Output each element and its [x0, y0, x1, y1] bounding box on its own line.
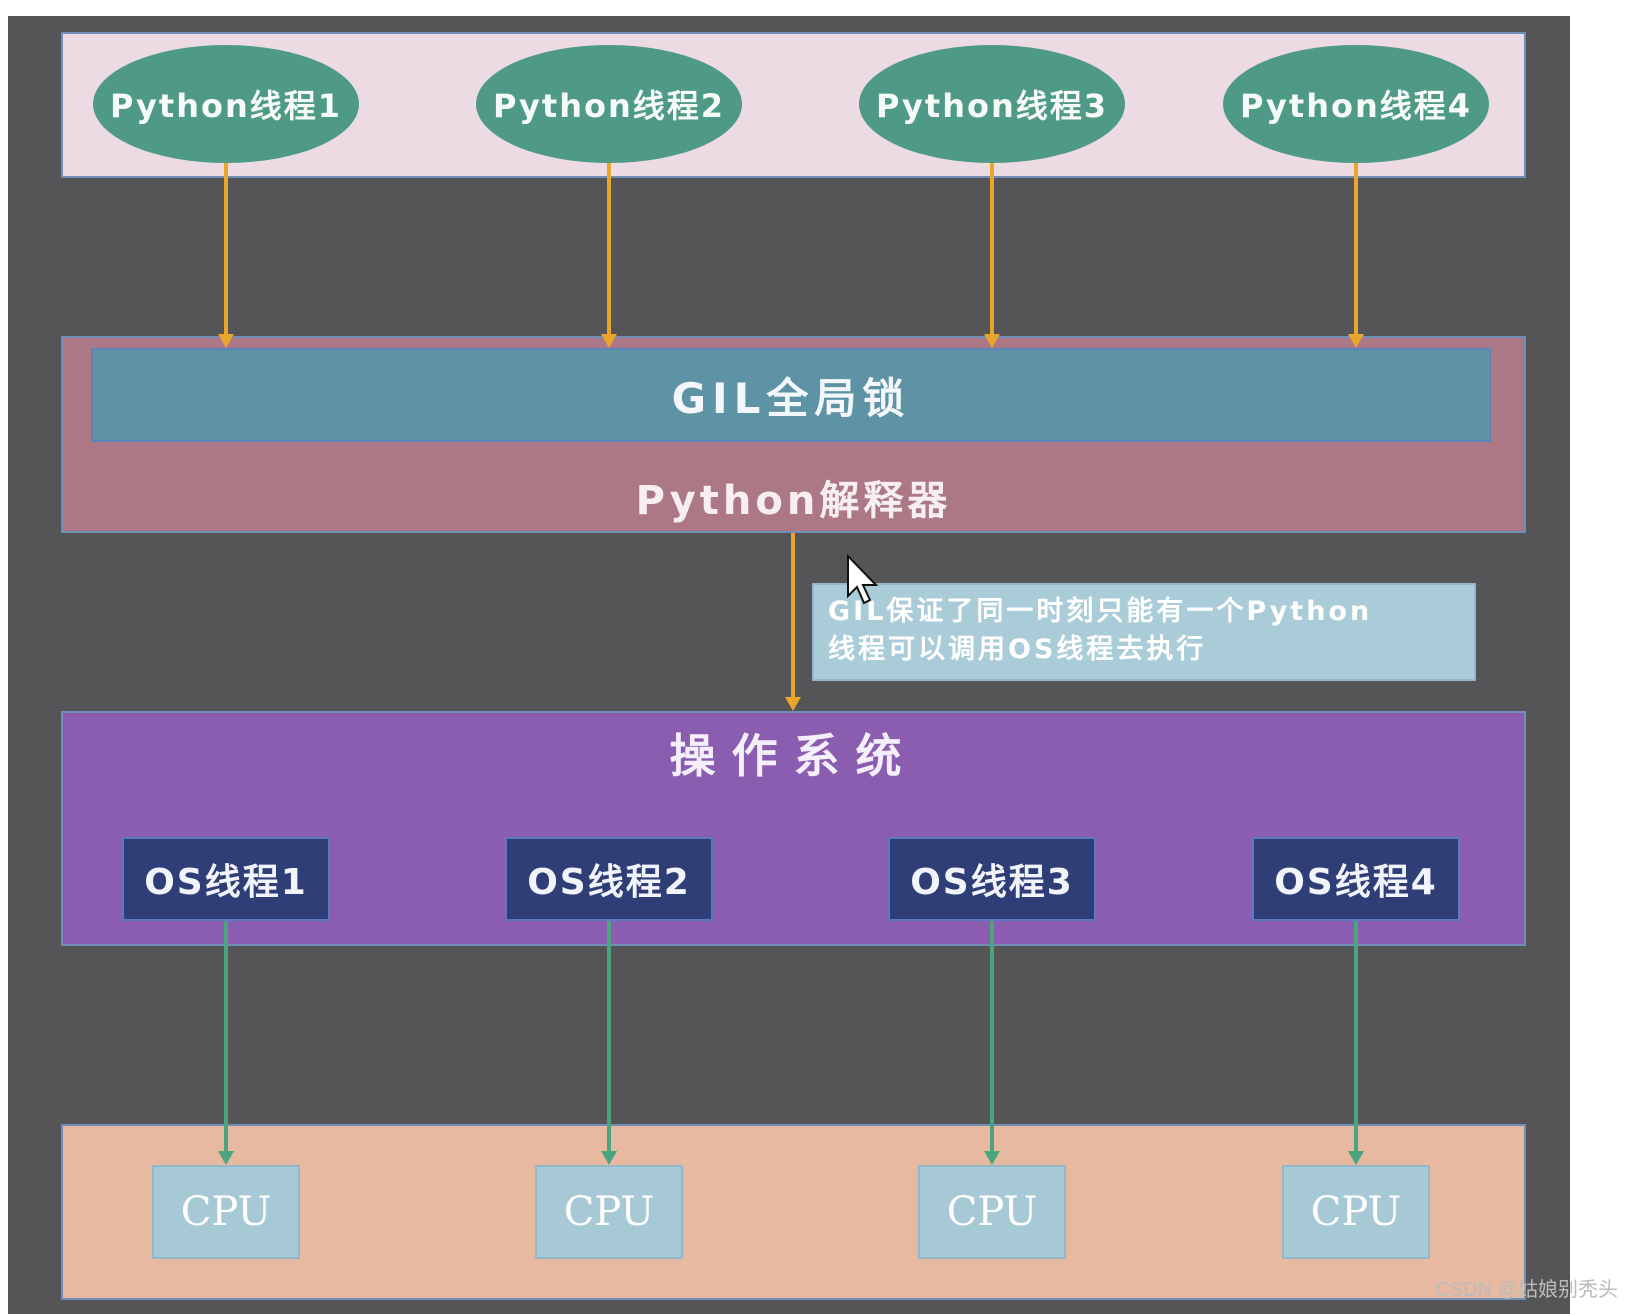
gil-note-line-2: 线程可以调用OS线程去执行 — [828, 634, 1207, 665]
watermark: CSDN @姑娘别秃头 — [1435, 1279, 1618, 1301]
cpu-2: CPU — [535, 1165, 683, 1259]
os-thread-4: OS线程4 — [1252, 837, 1460, 921]
os-label: 操作系统 — [669, 729, 918, 783]
cpu-3: CPU — [918, 1165, 1066, 1259]
os-to-cpu-arrows — [218, 921, 1364, 1165]
python-thread-1: Python线程1 — [93, 45, 359, 163]
cpu-1: CPU — [152, 1165, 300, 1259]
gil-lock-bar: GIL全局锁 — [91, 348, 1491, 442]
cpu-4: CPU — [1282, 1165, 1430, 1259]
thread-to-gil-arrows — [218, 163, 1364, 348]
cpu-band — [61, 1124, 1526, 1300]
os-thread-3: OS线程3 — [888, 837, 1096, 921]
interpreter-label: Python解释器 — [635, 478, 952, 524]
mouse-cursor-icon — [847, 553, 879, 605]
gil-note: GIL保证了同一时刻只能有一个Python 线程可以调用OS线程去执行 — [812, 583, 1476, 681]
python-thread-4: Python线程4 — [1223, 45, 1489, 163]
python-thread-3: Python线程3 — [859, 45, 1125, 163]
python-thread-2: Python线程2 — [476, 45, 742, 163]
gil-note-line-1: GIL保证了同一时刻只能有一个Python — [828, 596, 1373, 627]
os-thread-2: OS线程2 — [505, 837, 713, 921]
os-thread-1: OS线程1 — [122, 837, 330, 921]
interpreter-to-os-arrow — [785, 533, 801, 711]
